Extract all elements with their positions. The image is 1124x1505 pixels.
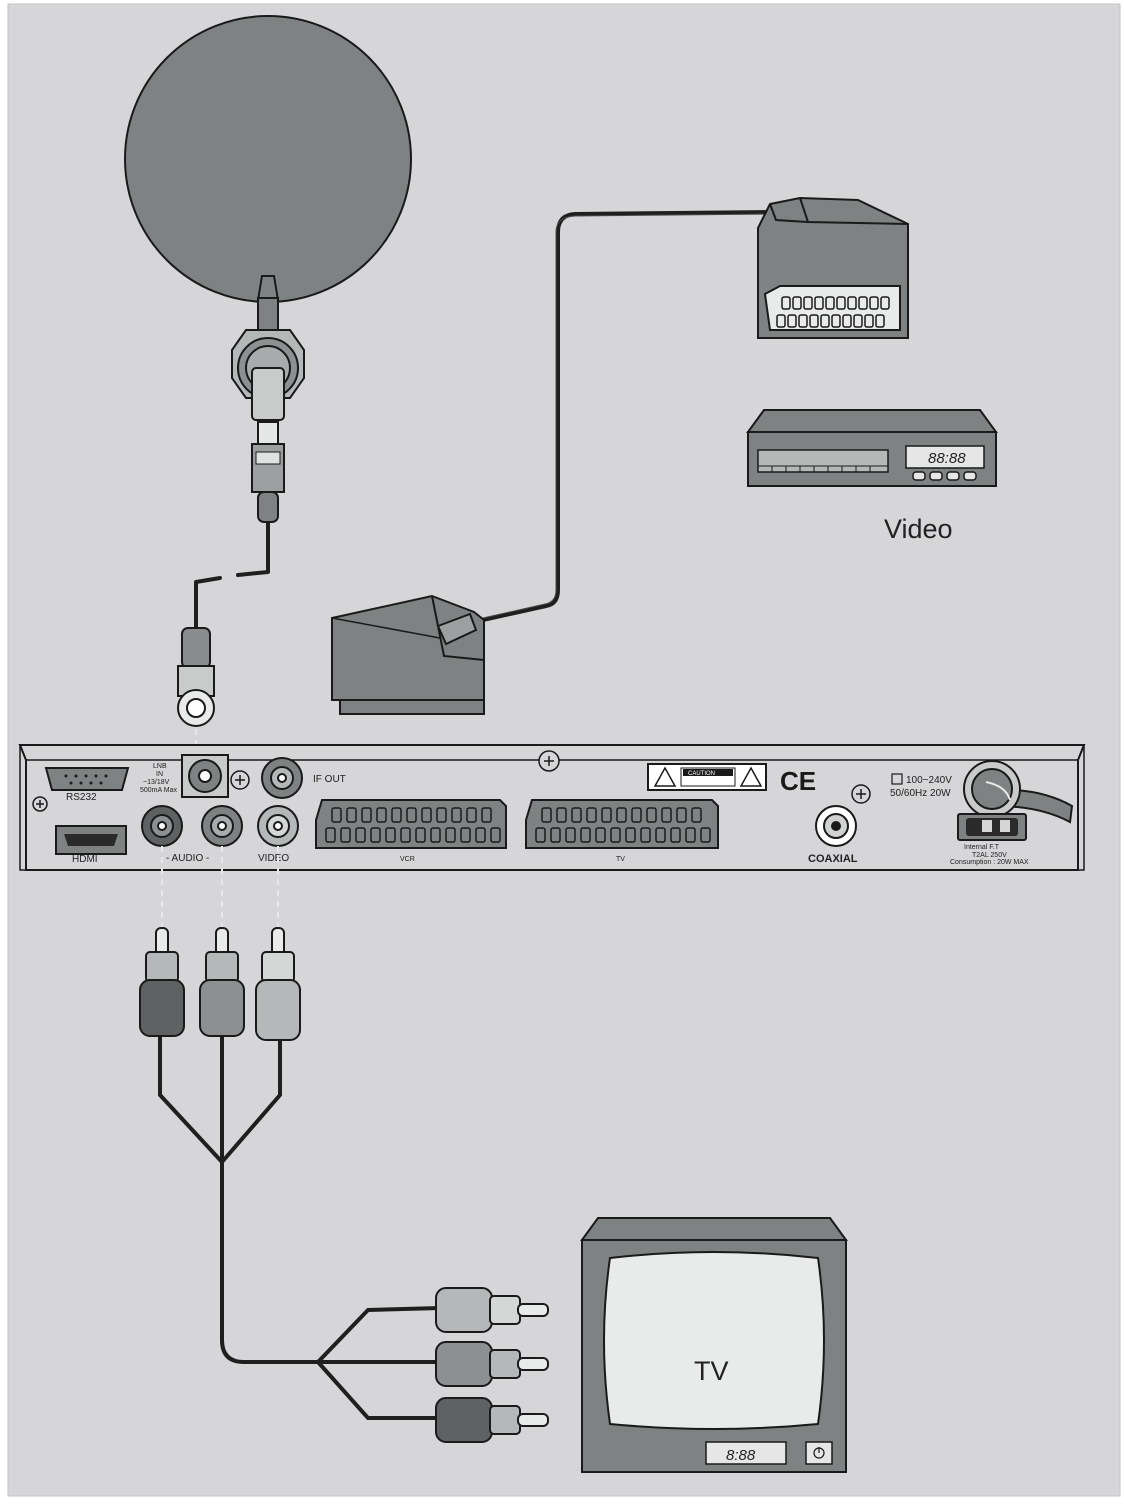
rca-plug-tv-middle-icon	[435, 1341, 549, 1387]
power-switch	[957, 813, 1027, 841]
tv-label: TV	[694, 1356, 729, 1386]
if-out-label: IF OUT	[313, 774, 346, 785]
power-voltage-label: 100~240V	[906, 775, 952, 786]
video-socket	[257, 805, 299, 847]
hdmi-port	[55, 825, 127, 855]
video-device-label: Video	[884, 514, 953, 544]
video-label: VIDEO	[258, 853, 289, 864]
scart-cable	[472, 210, 772, 624]
vcr-display: 88:88	[928, 450, 966, 467]
lnb-cable-lower	[194, 576, 222, 632]
coaxial-label: COAXIAL	[808, 853, 858, 865]
vcr-scart-port	[315, 799, 507, 849]
lnb-ma-label: 500mA Max	[140, 787, 177, 794]
fuse-label: Internal F.T	[964, 844, 1000, 851]
power-cable-icon	[963, 760, 1074, 824]
tv-scart-port	[525, 799, 719, 849]
rca-plug-tv-bottom-icon	[435, 1397, 549, 1443]
rs232-port	[44, 767, 130, 791]
vcr-device-icon: 88:88	[746, 409, 998, 487]
receiver-back-panel: RS232 HDMI LNB IN ~13/18V 500mA Max IF O…	[18, 744, 1086, 871]
ce-mark: CE	[780, 766, 816, 796]
caution-label: CAUTION	[688, 771, 715, 777]
rca-cable-bundle	[158, 1032, 442, 1420]
tv-device-icon	[580, 1217, 848, 1473]
satellite-dish-icon	[124, 15, 412, 523]
scart-plug-top-icon	[757, 196, 909, 339]
if-out-port	[261, 757, 303, 799]
scart-plug-bottom-icon	[331, 594, 485, 715]
tv-display: 8:88	[726, 1447, 756, 1464]
caution-sticker	[647, 763, 767, 791]
fuse-rating-label: T2AL 250V	[972, 852, 1007, 859]
f-connector-icon	[177, 627, 215, 727]
lnb-volt-label: ~13/18V	[143, 779, 170, 786]
rs232-label: RS232	[66, 792, 97, 803]
power-symbol-icon	[891, 773, 903, 785]
rca-plug-tv-top-icon	[435, 1287, 549, 1333]
hdmi-label: HDMI	[72, 854, 98, 865]
rca-plug-audio-left-icon	[139, 927, 185, 1037]
lnb-in-label: IN	[156, 771, 163, 778]
audio-left-socket	[141, 805, 183, 847]
consumption-label: Consumption : 20W MAX	[950, 859, 1029, 866]
audio-right-socket	[201, 805, 243, 847]
tv-port-label: TV	[616, 856, 625, 863]
power-freq-label: 50/60Hz 20W	[890, 788, 951, 799]
vcr-port-label: VCR	[400, 856, 415, 863]
rca-plug-video-icon	[255, 927, 301, 1041]
scart-cable-hl	[473, 213, 771, 621]
rca-plug-audio-right-icon	[199, 927, 245, 1037]
lnb-in-port	[181, 754, 229, 798]
coaxial-port	[815, 805, 857, 847]
lnb-cable	[236, 518, 270, 577]
lnb-label: LNB	[153, 763, 167, 770]
audio-label: - AUDIO -	[166, 853, 209, 864]
